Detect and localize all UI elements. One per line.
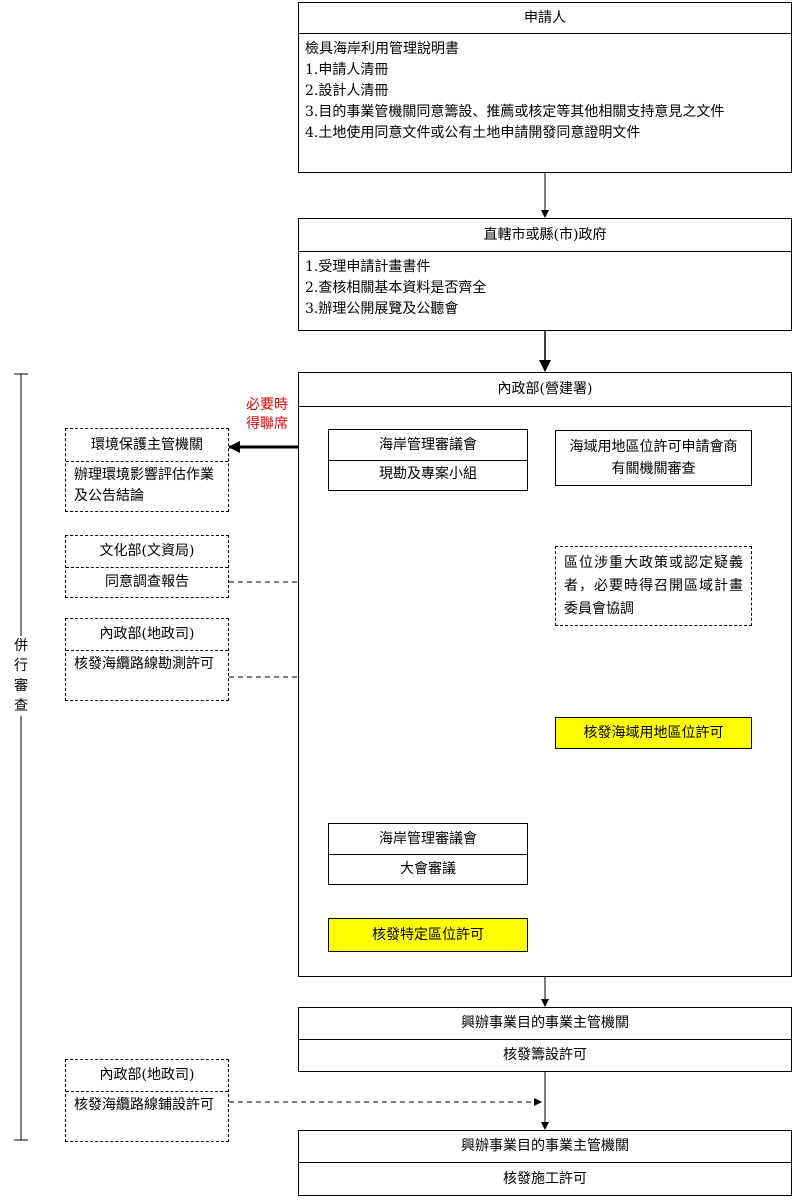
authority-2-sub: 核發施工許可: [503, 1171, 587, 1187]
general-council-title: 海岸管理審議會: [329, 824, 527, 855]
culture-title: 文化部(文資局): [66, 536, 228, 568]
land-office-1-body: 核發海纜路線勘測許可: [74, 656, 214, 672]
env-box: 環境保護主管機關 辦理環境影響評估作業及公告結論: [65, 428, 229, 512]
council-sub: 現勘及專案小組: [379, 466, 477, 482]
land-office-2-title: 內政部(地政司): [66, 1060, 228, 1092]
local-gov-box: 直轄市或縣(市)政府 1.受理申請計畫書件 2.查核相關基本資料是否齊全 3.辦…: [298, 218, 792, 331]
applicant-list: 1.申請人清冊 2.設計人清冊 3.目的事業管機關同意籌設、推薦或核定等其他相關…: [305, 60, 785, 144]
local-gov-title: 直轄市或縣(市)政府: [299, 219, 791, 252]
council-title: 海岸管理審議會: [329, 430, 527, 461]
authority-2-box: 興辦事業目的事業主管機關 核發施工許可: [298, 1130, 792, 1196]
applicant-item: 3.目的事業管機關同意籌設、推薦或核定等其他相關支持意見之文件: [305, 104, 725, 120]
culture-box: 文化部(文資局) 同意調查報告: [65, 535, 229, 598]
sea-permit-apply-text: 海域用地區位許可申請會商有關機關審查: [569, 439, 738, 477]
land-office-2-body: 核發海纜路線鋪設許可: [74, 1097, 214, 1113]
specific-permit-text: 核發特定區位許可: [372, 927, 484, 943]
culture-body: 同意調查報告: [105, 574, 189, 590]
authority-1-title: 興辦事業目的事業主管機關: [299, 1008, 791, 1040]
general-council-box: 海岸管理審議會 大會審議: [328, 823, 528, 885]
local-gov-item: 3.辦理公開展覽及公聽會: [305, 301, 459, 317]
attend-note: 必要時 得聯席: [246, 397, 288, 432]
applicant-item: 1.申請人清冊: [305, 62, 389, 78]
applicant-box: 申請人 檢具海岸利用管理說明書 1.申請人清冊 2.設計人清冊 3.目的事業管機…: [298, 2, 792, 173]
local-gov-item: 1.受理申請計畫書件: [305, 259, 431, 275]
land-office-1-title: 內政部(地政司): [66, 619, 228, 651]
local-gov-body: 1.受理申請計畫書件 2.查核相關基本資料是否齊全 3.辦理公開展覽及公聽會: [299, 252, 791, 322]
authority-1-sub: 核發籌設許可: [503, 1047, 587, 1063]
major-policy-text: 區位涉重大政策或認定疑義者，必要時得召開區域計畫委員會協調: [564, 555, 743, 617]
applicant-title: 申請人: [299, 3, 791, 34]
general-council-sub: 大會審議: [400, 861, 456, 877]
authority-2-title: 興辦事業目的事業主管機關: [299, 1131, 791, 1163]
parallel-review-label: 併 行 審 查: [13, 636, 29, 716]
land-office-2-box: 內政部(地政司) 核發海纜路線鋪設許可: [65, 1059, 229, 1142]
sea-permit-apply-box: 海域用地區位許可申請會商有關機關審查: [555, 430, 752, 486]
env-title: 環境保護主管機關: [66, 429, 228, 462]
applicant-body: 檢具海岸利用管理說明書 1.申請人清冊 2.設計人清冊 3.目的事業管機關同意籌…: [299, 34, 791, 146]
authority-1-box: 興辦事業目的事業主管機關 核發籌設許可: [298, 1007, 792, 1072]
applicant-item: 2.設計人清冊: [305, 83, 389, 99]
land-office-1-box: 內政部(地政司) 核發海纜路線勘測許可: [65, 618, 229, 701]
specific-permit-box: 核發特定區位許可: [328, 918, 528, 952]
applicant-item: 4.土地使用同意文件或公有土地申請開發同意證明文件: [305, 125, 641, 141]
applicant-intro: 檢具海岸利用管理說明書: [305, 41, 459, 57]
council-box: 海岸管理審議會 現勘及專案小組: [328, 429, 528, 491]
local-gov-list: 1.受理申請計畫書件 2.查核相關基本資料是否齊全 3.辦理公開展覽及公聽會: [305, 257, 785, 320]
local-gov-item: 2.查核相關基本資料是否齊全: [305, 280, 487, 296]
major-policy-box: 區位涉重大政策或認定疑義者，必要時得召開區域計畫委員會協調: [555, 546, 752, 626]
env-body: 辦理環境影響評估作業及公告結論: [74, 467, 214, 504]
interior-title: 內政部(營建署): [299, 373, 791, 407]
sea-permit-issue-box: 核發海域用地區位許可: [555, 717, 752, 749]
sea-permit-issue-text: 核發海域用地區位許可: [583, 725, 724, 741]
